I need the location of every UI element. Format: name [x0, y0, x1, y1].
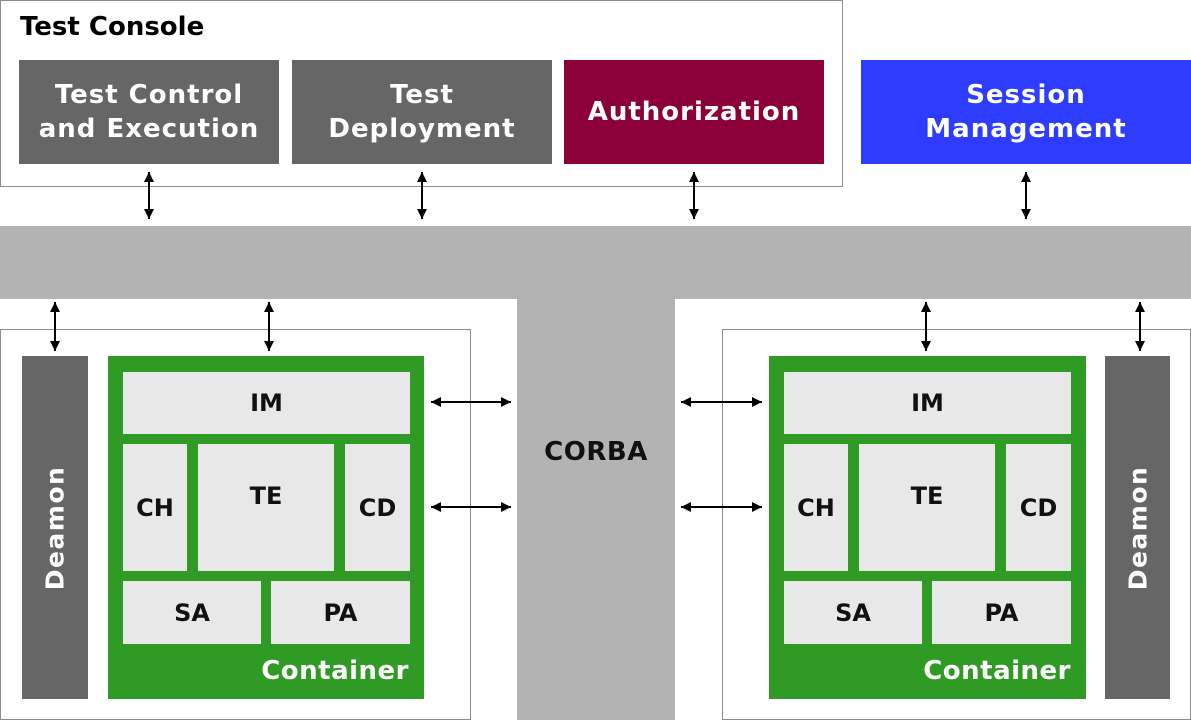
right-sa-cell[interactable]: SA — [784, 581, 922, 644]
test-deployment-label: Test Deployment — [328, 80, 516, 144]
left-sa-cell[interactable]: SA — [123, 581, 261, 644]
session-management-label: Session Management — [925, 80, 1127, 144]
session-management-block[interactable]: Session Management — [861, 60, 1191, 164]
test-console-title: Test Console — [20, 12, 205, 42]
test-deployment-block[interactable]: Test Deployment — [292, 60, 552, 164]
right-container-label: Container — [923, 656, 1071, 686]
left-deamon[interactable]: Deamon — [22, 356, 88, 699]
left-im-cell[interactable]: IM — [123, 372, 410, 434]
right-ch-cell[interactable]: CH — [784, 444, 848, 571]
test-control-label-line2: and Execution — [38, 114, 260, 144]
corba-label: CORBA — [544, 437, 648, 467]
right-deamon[interactable]: Deamon — [1105, 356, 1170, 699]
left-container[interactable]: IM CH TE CD SA PA Container — [108, 356, 424, 699]
right-cd-cell[interactable]: CD — [1006, 444, 1071, 571]
left-te-cell[interactable]: TE — [198, 444, 334, 571]
left-container-label: Container — [261, 656, 409, 686]
left-pa-cell[interactable]: PA — [271, 581, 410, 644]
authorization-label: Authorization — [587, 97, 801, 127]
left-ch-cell[interactable]: CH — [123, 444, 187, 571]
right-im-cell[interactable]: IM — [784, 372, 1071, 434]
corba-column — [517, 299, 675, 720]
test-control-block[interactable]: Test Control and Execution — [19, 60, 279, 164]
test-control-label-line1: Test Control — [54, 80, 244, 110]
right-container[interactable]: IM CH TE CD SA PA Container — [769, 356, 1086, 699]
authorization-block[interactable]: Authorization — [564, 60, 824, 164]
bus-bar — [0, 226, 1191, 299]
left-cd-cell[interactable]: CD — [345, 444, 410, 571]
right-te-cell[interactable]: TE — [859, 444, 995, 571]
right-pa-cell[interactable]: PA — [932, 581, 1071, 644]
